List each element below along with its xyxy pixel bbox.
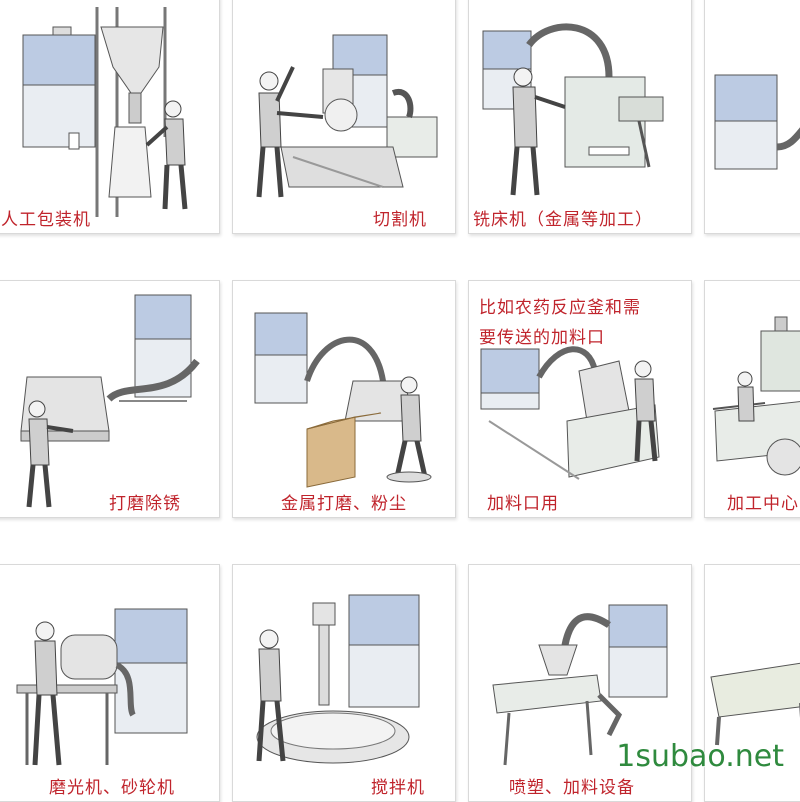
caption-mixer: 搅拌机 xyxy=(371,778,425,798)
illustration-cutting-machine xyxy=(256,34,438,198)
illustration-grinding-derusting xyxy=(20,294,200,508)
illustration-feeding-port xyxy=(480,346,660,480)
panel-partial-collector xyxy=(704,0,800,234)
caption-manual-packing: 人工包装机 xyxy=(1,210,91,230)
caption-metal-grinding-dust: 金属打磨、粉尘 xyxy=(281,494,407,514)
panel-manual-packing: 人工包装机 xyxy=(0,0,220,234)
illustration-machining-center xyxy=(712,316,800,476)
feeding-port-annotation: 比如农药反应釜和需 要传送的加料口 xyxy=(479,293,641,353)
illustration-metal-grinding-dust xyxy=(254,312,432,488)
caption-powder-coating-feeding: 喷塑、加料设备 xyxy=(509,778,635,798)
illustration-powder-coating-feeding xyxy=(492,604,668,766)
annotation-line-1: 比如农药反应釜和需 xyxy=(479,298,641,318)
panel-mixer: 搅拌机 xyxy=(232,564,456,802)
caption-feeding-port: 加料口用 xyxy=(487,494,559,514)
illustration-partial-table xyxy=(710,662,800,746)
panel-machining-center: 加工中心 xyxy=(704,280,800,518)
caption-polisher-grinder: 磨光机、砂轮机 xyxy=(49,778,175,798)
panel-grinding-derusting: 打磨除锈 xyxy=(0,280,220,518)
illustration-polisher-grinder xyxy=(16,608,188,766)
illustration-milling-machine xyxy=(482,23,664,196)
illustration-mixer xyxy=(256,594,420,764)
caption-cutting-machine: 切割机 xyxy=(373,210,427,230)
panel-cutting-machine: 切割机 xyxy=(232,0,456,234)
annotation-line-2: 要传送的加料口 xyxy=(479,328,605,348)
illustration-partial-collector xyxy=(714,74,800,170)
illustration-manual-packing xyxy=(22,7,188,217)
panel-metal-grinding-dust: 金属打磨、粉尘 xyxy=(232,280,456,518)
caption-machining-center: 加工中心 xyxy=(727,494,799,514)
watermark: 1subao.net xyxy=(616,739,784,774)
caption-milling-machine: 铣床机（金属等加工） xyxy=(473,210,653,230)
caption-grinding-derusting: 打磨除锈 xyxy=(109,494,181,514)
panel-polisher-grinder: 磨光机、砂轮机 xyxy=(0,564,220,802)
panel-milling-machine: 铣床机（金属等加工） xyxy=(468,0,692,234)
panel-powder-coating-feeding: 喷塑、加料设备 xyxy=(468,564,692,802)
panel-partial-table xyxy=(704,564,800,802)
panel-feeding-port: 比如农药反应釜和需 要传送的加料口 加料口用 xyxy=(468,280,692,518)
